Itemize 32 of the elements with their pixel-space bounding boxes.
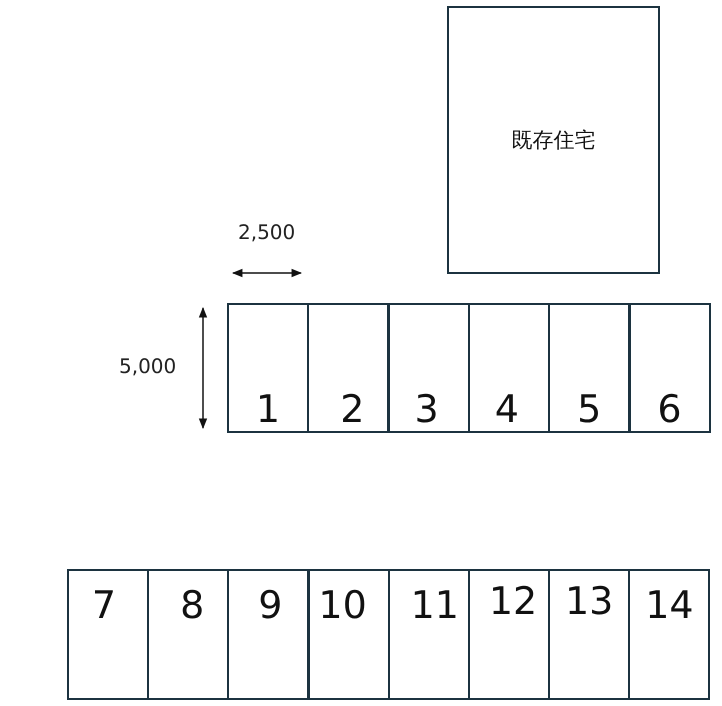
parking-space — [308, 569, 390, 700]
parking-space — [468, 569, 550, 700]
building-label: 既存住宅 — [510, 127, 596, 154]
parking-space — [388, 303, 470, 433]
house-outline — [447, 6, 660, 274]
space-number: 1 — [254, 387, 282, 431]
space-number: 3 — [414, 387, 440, 431]
space-number: 5 — [576, 387, 602, 431]
space-number: 14 — [644, 583, 695, 627]
space-number: 2 — [339, 387, 366, 431]
parking-space — [307, 303, 390, 433]
parking-space — [548, 569, 630, 700]
dimension-label: 5,000 — [119, 354, 176, 378]
parking-space — [468, 303, 550, 433]
space-number: 9 — [257, 583, 284, 627]
space-number: 8 — [179, 583, 206, 627]
space-number: 7 — [90, 583, 118, 627]
space-number: 11 — [410, 583, 460, 627]
parking-space — [147, 569, 230, 700]
space-number: 6 — [656, 387, 683, 431]
space-number: 13 — [564, 579, 614, 623]
parking-space — [628, 303, 710, 433]
parking-space — [388, 569, 470, 700]
parking-space — [628, 569, 710, 700]
space-number: 10 — [317, 583, 368, 627]
dimension-label: 2,500 — [238, 220, 296, 244]
space-number: 4 — [494, 387, 520, 431]
parking-space — [67, 569, 149, 700]
parking-space — [227, 303, 309, 433]
space-number: 12 — [488, 579, 538, 623]
parking-space — [227, 569, 310, 700]
parking-space — [548, 303, 630, 433]
